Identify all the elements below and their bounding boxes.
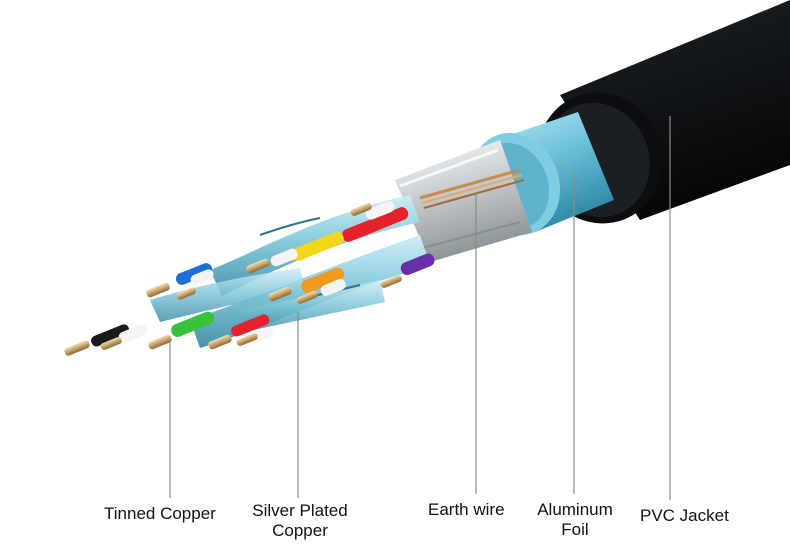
label-silver-plated-line2: Copper [272,521,328,540]
leader-lines [169,116,671,500]
label-tinned-copper: Tinned Copper [104,504,216,523]
label-aluminum-line1: Aluminum [537,500,613,519]
silver-shield [395,140,532,262]
insulated-wires [91,201,435,347]
label-earth-wire: Earth wire [428,500,505,519]
label-pvc-jacket: PVC Jacket [640,506,729,525]
label-aluminum-line2: Foil [561,520,589,539]
label-aluminum-foil: Aluminum Foil [536,500,614,540]
conductor-tips [64,203,402,356]
earth-wire [419,168,525,209]
label-silver-plated-copper: Silver Plated Copper [248,501,352,541]
label-silver-plated-line1: Silver Plated [252,501,348,520]
